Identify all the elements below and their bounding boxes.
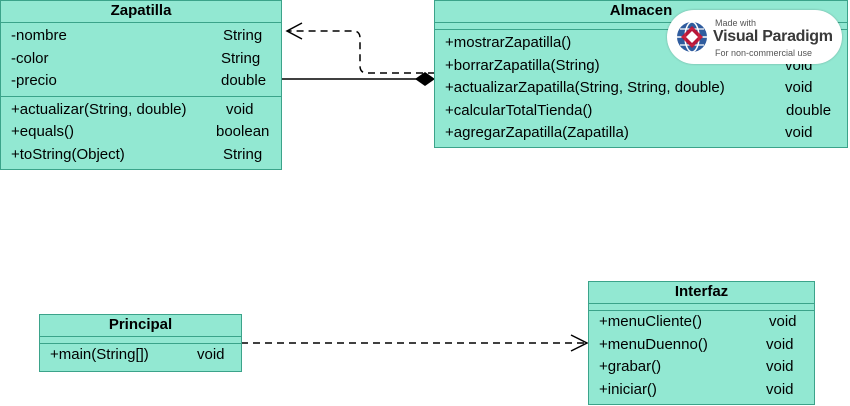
operation-row: +toString(Object) String: [1, 144, 281, 167]
dependency-line-almacen-zapatilla: [288, 30, 435, 74]
operation-type: void: [785, 79, 813, 96]
operation-name: +mostrarZapatilla(): [445, 34, 572, 51]
operation-type: void: [785, 124, 813, 141]
attribute-type: double: [221, 72, 267, 89]
attribute-type: String: [223, 27, 263, 44]
operation-name: +equals(): [11, 123, 74, 140]
dependency-arrowhead-interfaz: [570, 334, 589, 352]
attribute-name: -color: [11, 49, 49, 67]
attribute-type: String: [221, 49, 261, 67]
class-zapatilla[interactable]: Zapatilla -nombre String -color String -…: [0, 0, 282, 170]
watermark-made-with: Made with: [715, 18, 757, 28]
visual-paradigm-logo-icon: [677, 21, 707, 53]
operation-row: +grabar() void: [589, 356, 814, 379]
operation-name: +calcularTotalTienda(): [445, 101, 593, 119]
operations-section: +main(String[]) void: [40, 344, 241, 370]
operation-row: +equals() boolean: [1, 121, 281, 144]
operation-row: +agregarZapatilla(Zapatilla) void: [435, 122, 847, 145]
operation-name: +borrarZapatilla(String): [445, 56, 600, 74]
watermark-note: For non-commercial use: [715, 48, 813, 58]
operation-type: double: [786, 101, 832, 119]
operation-name: +toString(Object): [11, 145, 125, 163]
operation-type: void: [766, 380, 794, 398]
dependency-arrowhead-zapatilla: [285, 22, 303, 40]
operation-type: String: [223, 145, 263, 163]
operation-row: +iniciar() void: [589, 379, 814, 402]
class-principal[interactable]: Principal +main(String[]) void: [39, 314, 242, 372]
attribute-row: -color String: [1, 48, 281, 71]
operation-row: +menuDuenno() void: [589, 334, 814, 357]
operation-name: +grabar(): [599, 358, 662, 375]
watermark-badge: Made with Visual Paradigm For non-commer…: [667, 10, 842, 64]
operation-name: +actualizar(String, double): [11, 100, 187, 118]
class-almacen[interactable]: Almacen +mostrarZapatilla() void +borrar…: [434, 0, 848, 148]
watermark-brand: Visual Paradigm: [713, 28, 833, 45]
class-name: Interfaz: [589, 282, 814, 304]
class-name: Zapatilla: [1, 1, 281, 23]
operation-row: +actualizar(String, double) void: [1, 99, 281, 122]
attributes-section: [435, 23, 847, 30]
operation-type: void: [766, 358, 794, 375]
operation-row: +calcularTotalTienda() double: [435, 100, 847, 123]
attributes-section: -nombre String -color String -precio dou…: [1, 23, 281, 97]
operation-name: +actualizarZapatilla(String, String, dou…: [445, 79, 725, 96]
attribute-name: -nombre: [11, 27, 67, 44]
class-name: Principal: [40, 315, 241, 337]
operation-name: +agregarZapatilla(Zapatilla): [445, 124, 629, 141]
composition-diamond: [415, 72, 435, 86]
operation-name: +menuCliente(): [599, 313, 702, 330]
attribute-row: -nombre String: [1, 25, 281, 48]
operation-row: +main(String[]) void: [40, 344, 241, 367]
operations-section: +actualizar(String, double) void +equals…: [1, 97, 281, 170]
class-name: Almacen: [435, 1, 847, 23]
operation-row: +menuCliente() void: [589, 311, 814, 334]
operations-section: +menuCliente() void +menuDuenno() void +…: [589, 311, 814, 404]
attribute-row: -precio double: [1, 70, 281, 93]
class-interfaz[interactable]: Interfaz +menuCliente() void +menuDuenno…: [588, 281, 815, 405]
operation-row: +actualizarZapatilla(String, String, dou…: [435, 77, 847, 100]
attributes-section: [589, 304, 814, 311]
attributes-section: [40, 337, 241, 344]
operation-type: void: [769, 313, 797, 330]
operation-name: +iniciar(): [599, 380, 657, 398]
operation-name: +menuDuenno(): [599, 335, 708, 353]
operation-type: void: [226, 100, 254, 118]
operation-type: void: [766, 335, 794, 353]
operation-type: void: [197, 346, 225, 363]
operation-name: +main(String[]): [50, 346, 149, 363]
operation-type: boolean: [216, 123, 270, 140]
attribute-name: -precio: [11, 72, 57, 89]
